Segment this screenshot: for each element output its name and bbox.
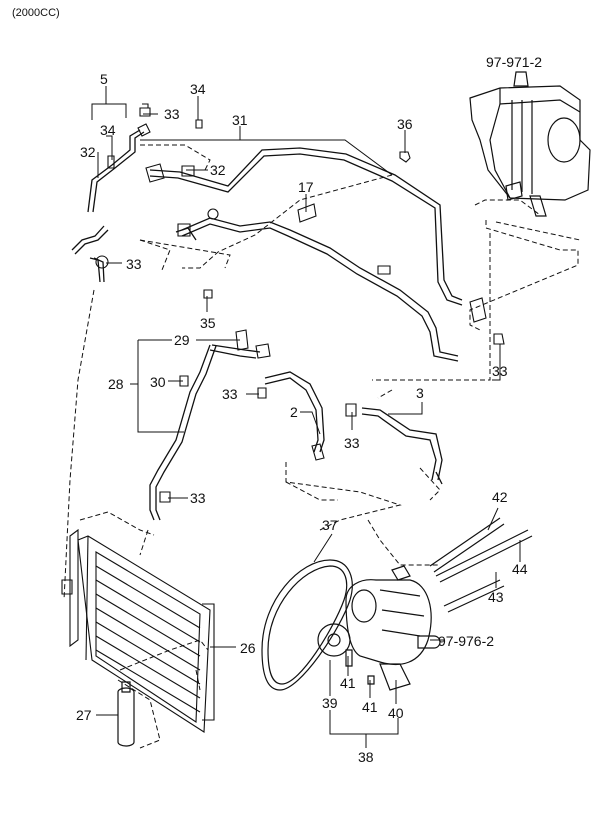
callout-33: 33	[492, 363, 508, 379]
callout-30: 30	[150, 374, 166, 390]
callout-37: 37	[322, 517, 338, 533]
callout-29: 29	[174, 332, 190, 348]
fasteners	[95, 103, 505, 503]
compressor-assembly	[261, 517, 533, 691]
callout-32: 32	[80, 144, 96, 160]
evaporator-unit	[469, 71, 591, 217]
callout-33: 33	[164, 106, 180, 122]
callout-28: 28	[108, 376, 124, 392]
receiver-drier	[117, 681, 135, 747]
callout-42: 42	[492, 489, 508, 505]
callout-33: 33	[344, 435, 360, 451]
callout-41: 41	[362, 699, 378, 715]
engine-spec-label: (2000CC)	[12, 7, 60, 19]
callout-34: 34	[100, 122, 116, 138]
callout-33: 33	[222, 386, 238, 402]
callout-44: 44	[512, 561, 528, 577]
condenser	[61, 528, 215, 733]
callout-26: 26	[240, 640, 256, 656]
callout-31: 31	[232, 112, 248, 128]
callout-32: 32	[210, 162, 226, 178]
callout-27: 27	[76, 707, 92, 723]
callout-3: 3	[416, 385, 424, 401]
callout-39: 39	[322, 695, 338, 711]
callout-35: 35	[200, 315, 216, 331]
callout-97-971-2: 97-971-2	[486, 54, 543, 70]
dashed-guide-lines	[63, 144, 581, 749]
callout-38: 38	[358, 749, 374, 765]
callout-97-976-2: 97-976-2	[438, 633, 495, 649]
callout-43: 43	[488, 589, 504, 605]
callout-5: 5	[100, 71, 108, 87]
callout-40: 40	[388, 705, 404, 721]
callout-17: 17	[298, 179, 314, 195]
callout-34: 34	[190, 81, 206, 97]
callout-41: 41	[340, 675, 356, 691]
callout-2: 2	[290, 404, 298, 420]
callout-33: 33	[126, 256, 142, 272]
refrigerant-lines	[71, 129, 463, 521]
callout-33: 33	[190, 490, 206, 506]
callout-36: 36	[397, 116, 413, 132]
